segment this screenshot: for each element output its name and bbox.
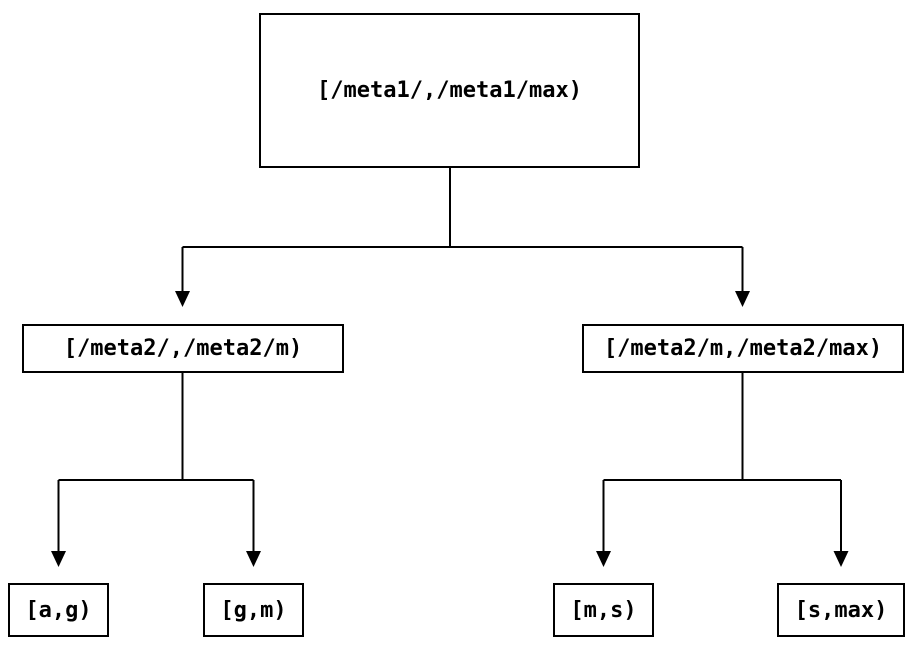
node-left-child-range: [/meta2/,/meta2/m) [22,324,344,373]
arrow-down-icon [833,551,849,567]
node-root-label: [/meta1/,/meta1/max) [317,78,582,103]
node-left-child-label: [/meta2/,/meta2/m) [63,336,303,361]
node-leaf-1-label: [a,g) [25,597,92,623]
node-leaf-range-4: [s,max) [777,583,905,637]
connector-right-child-to-leaves [596,373,849,567]
node-leaf-4-label: [s,max) [794,597,888,623]
arrow-down-icon [51,551,66,567]
node-leaf-2-label: [g,m) [220,597,287,623]
node-leaf-range-2: [g,m) [203,583,304,637]
arrow-down-icon [596,551,611,567]
node-root-range: [/meta1/,/meta1/max) [259,13,640,168]
node-leaf-range-3: [m,s) [553,583,654,637]
node-leaf-3-label: [m,s) [570,597,637,623]
arrow-down-icon [175,291,190,307]
node-leaf-range-1: [a,g) [8,583,109,637]
node-right-child-label: [/meta2/m,/meta2/max) [603,336,883,361]
arrow-down-icon [246,551,261,567]
connector-left-child-to-leaves [51,373,261,567]
node-right-child-range: [/meta2/m,/meta2/max) [582,324,904,373]
connector-root-to-children [175,168,750,307]
arrow-down-icon [735,291,750,307]
